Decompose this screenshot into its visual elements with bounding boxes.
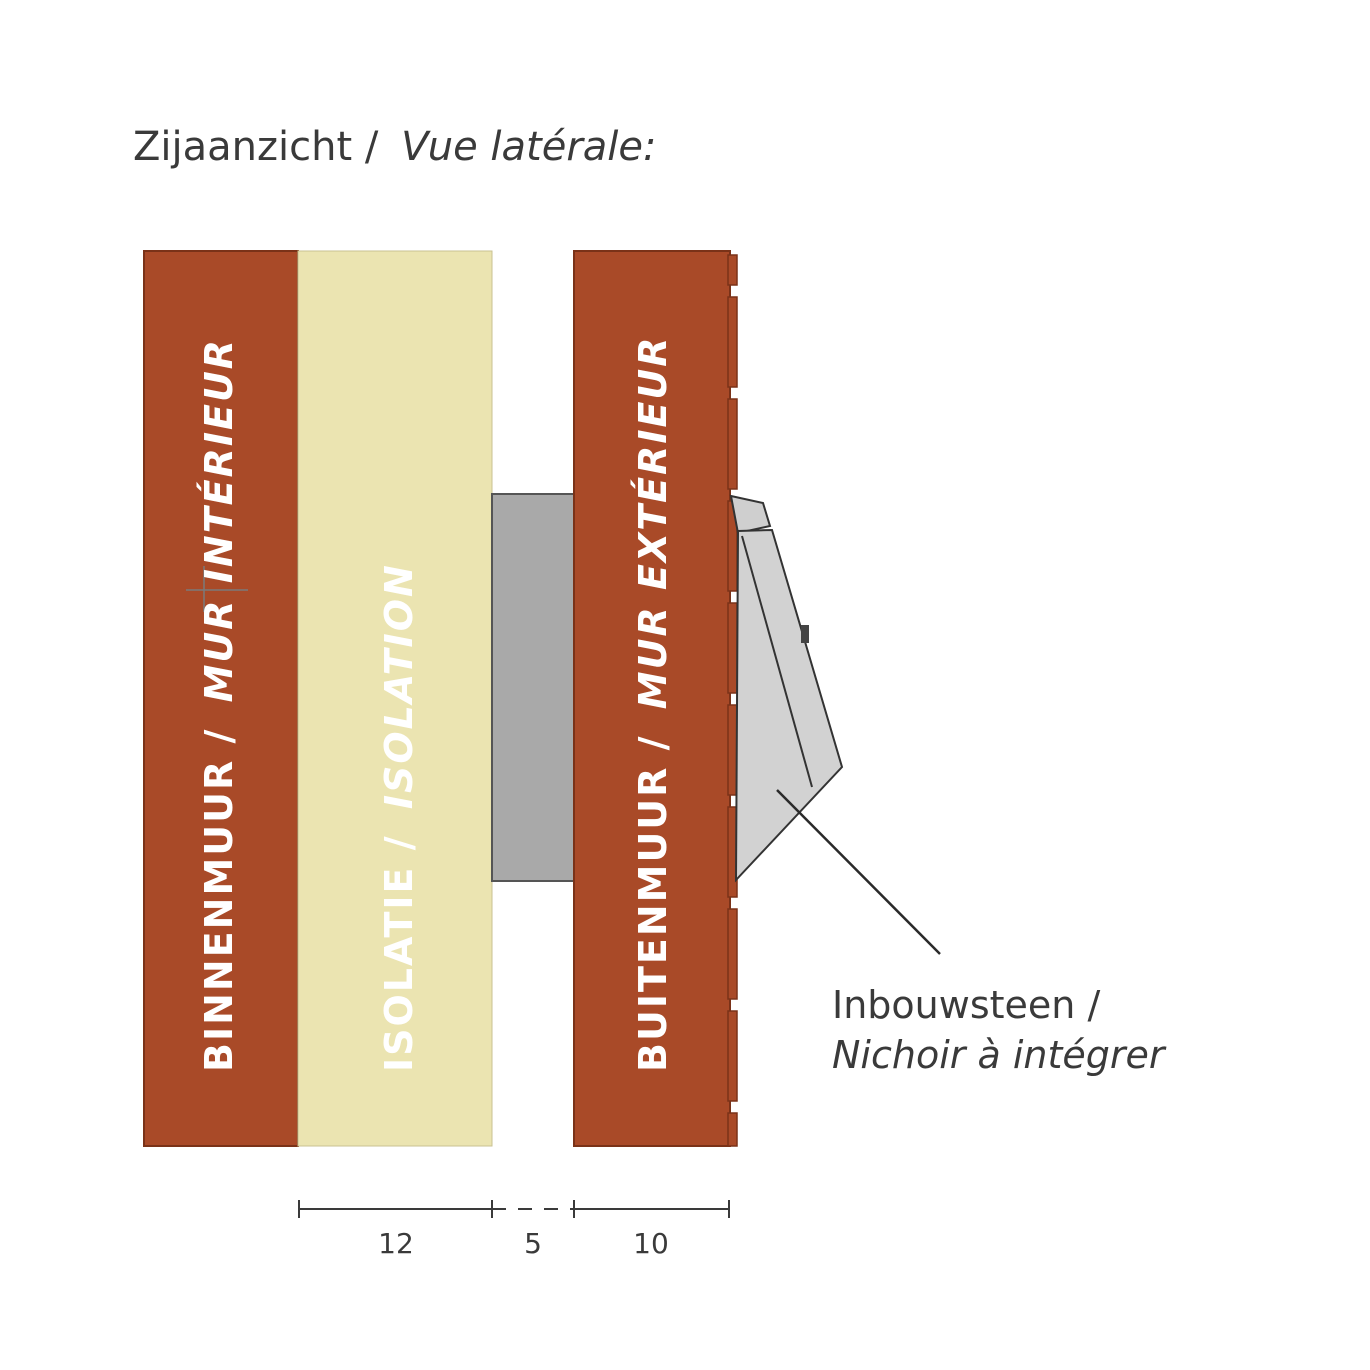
nest-box-cap <box>729 494 772 535</box>
insulation-label: ISOLATIE / ISOLATION <box>377 563 421 1072</box>
inner-wall <box>143 250 299 1147</box>
brick-course <box>727 1112 738 1147</box>
callout-label-fr: Nichoir à intégrer <box>832 1033 1167 1077</box>
outer-wall-label-nl: BUITENMUUR / <box>631 734 675 1072</box>
outer-wall-label-fr: MUR EXTÉRIEUR <box>631 335 675 709</box>
insulation-label-nl: ISOLATIE / <box>377 834 421 1072</box>
brick-course <box>727 1010 738 1102</box>
brick-course <box>727 296 738 388</box>
dim-cavity-label: 5 <box>524 1227 542 1260</box>
nest-box-body <box>491 493 575 882</box>
insulation-layer <box>297 250 493 1147</box>
title-nl: Zijaanzicht / <box>133 124 379 170</box>
page-title: Zijaanzicht / Vue latérale: <box>133 124 656 170</box>
inner-wall-label-fr: MUR INTÉRIEUR <box>197 338 241 702</box>
brick-course <box>727 398 738 490</box>
outer-wall-label: BUITENMUUR / MUR EXTÉRIEUR <box>631 335 675 1072</box>
dim-insulation-label: 12 <box>378 1227 414 1260</box>
callout-label-nl: Inbouwsteen / <box>832 983 1100 1027</box>
dim-outer-wall-label: 10 <box>633 1227 669 1260</box>
nest-box-hinge <box>801 625 809 643</box>
inner-wall-label: BINNENMUUR / MUR INTÉRIEUR <box>197 338 241 1072</box>
brick-course <box>727 602 738 694</box>
brick-course <box>727 908 738 1000</box>
brick-course <box>727 254 738 286</box>
nest-box-front <box>729 494 844 883</box>
dimension-lines <box>298 1200 730 1218</box>
nest-box-edge-line <box>741 535 813 788</box>
callout-leader-line <box>776 789 941 955</box>
insulation-label-fr: ISOLATION <box>377 563 421 809</box>
outer-wall <box>573 250 731 1147</box>
outer-wall-brick-courses <box>727 254 738 1147</box>
title-fr: Vue latérale: <box>401 124 656 170</box>
inner-wall-label-nl: BINNENMUUR / <box>197 728 241 1072</box>
